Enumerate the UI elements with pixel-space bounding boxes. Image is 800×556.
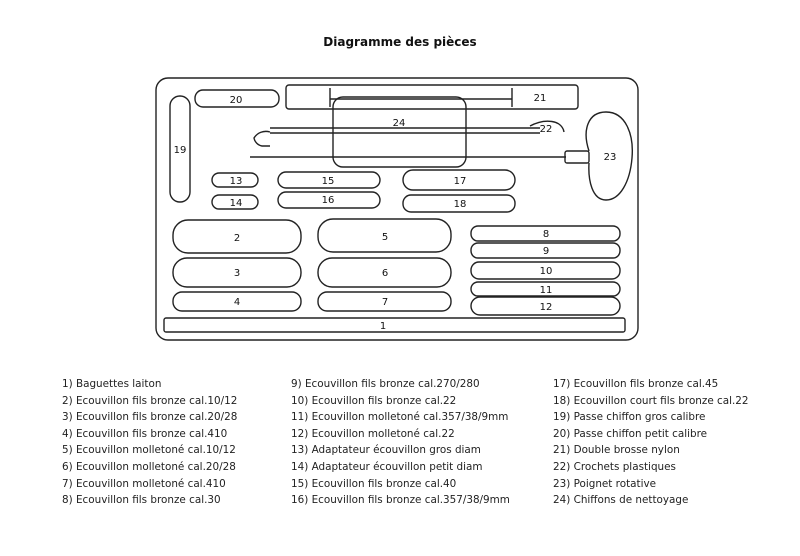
- legend-item: 16) Ecouvillon fils bronze cal.357/38/9m…: [291, 494, 510, 507]
- legend-item: 2) Ecouvillon fils bronze cal.10/12: [62, 394, 238, 407]
- legend-item: 22) Crochets plastiques: [553, 460, 676, 473]
- legend-item: 5) Ecouvillon molletoné cal.10/12: [62, 444, 236, 457]
- legend-item: 7) Ecouvillon molletoné cal.410: [62, 477, 226, 490]
- part-22-hook-left: [253, 130, 271, 147]
- part-10-slot: [470, 261, 621, 280]
- part-8-slot: [470, 225, 621, 242]
- legend-item: 23) Poignet rotative: [553, 477, 657, 490]
- part-9-slot: [470, 242, 621, 259]
- part-14-slot: [211, 194, 259, 210]
- label-part-13: 13: [230, 176, 243, 187]
- legend-column-3: 17) Ecouvillon fils bronze cal.45 18) Ec…: [553, 376, 749, 509]
- label-part-15: 15: [322, 176, 335, 187]
- label-part-9: 9: [543, 246, 549, 257]
- label-part-1: 1: [380, 321, 386, 332]
- label-part-6: 6: [382, 268, 388, 279]
- legend-item: 6) Ecouvillon molletoné cal.20/28: [62, 460, 236, 473]
- part-1-slot: [163, 317, 626, 333]
- legend-item: 4) Ecouvillon fils bronze cal.410: [62, 427, 228, 440]
- part-13-slot: [211, 172, 259, 188]
- tray-outline: [155, 77, 639, 341]
- label-part-18: 18: [454, 199, 467, 210]
- legend-item: 13) Adaptateur écouvillon gros diam: [291, 444, 481, 457]
- label-part-21: 21: [534, 93, 547, 104]
- label-part-5: 5: [382, 232, 388, 243]
- legend-item: 15) Ecouvillon fils bronze cal.40: [291, 477, 457, 490]
- label-part-12: 12: [540, 302, 553, 313]
- legend-item: 18) Ecouvillon court fils bronze cal.22: [553, 394, 749, 407]
- legend-item: 3) Ecouvillon fils bronze cal.20/28: [62, 411, 238, 424]
- part-23-connector: [564, 150, 590, 164]
- part-19-slot: [169, 95, 191, 203]
- legend-item: 24) Chiffons de nettoyage: [553, 494, 689, 507]
- legend-item: 10) Ecouvillon fils bronze cal.22: [291, 394, 457, 407]
- label-part-17: 17: [454, 176, 467, 187]
- part-15-slot: [277, 171, 381, 189]
- part-2-slot: [172, 219, 302, 254]
- label-part-16: 16: [322, 195, 335, 206]
- label-part-4: 4: [234, 297, 240, 308]
- legend-column-1: 1) Baguettes laiton 2) Ecouvillon fils b…: [62, 376, 237, 509]
- part-3-slot: [172, 257, 302, 288]
- legend-item: 20) Passe chiffon petit calibre: [553, 427, 708, 440]
- legend-column-2: 9) Ecouvillon fils bronze cal.270/280 10…: [291, 376, 510, 509]
- legend-item: 14) Adaptateur écouvillon petit diam: [291, 460, 483, 473]
- part-17-slot: [402, 169, 516, 191]
- part-23-handle: [585, 111, 633, 201]
- part-22-hook-right: [529, 120, 565, 133]
- label-part-10: 10: [540, 266, 553, 277]
- label-part-11: 11: [540, 285, 553, 296]
- legend-item: 9) Ecouvillon fils bronze cal.270/280: [291, 378, 480, 390]
- part-7-slot: [317, 291, 452, 312]
- legend-item: 17) Ecouvillon fils bronze cal.45: [553, 378, 719, 390]
- label-part-7: 7: [382, 297, 388, 308]
- legend-item: 21) Double brosse nylon: [553, 444, 680, 457]
- part-5-slot: [317, 218, 452, 253]
- part-18-slot: [402, 194, 516, 213]
- part-24-area: [332, 96, 467, 168]
- label-part-22: 22: [540, 124, 553, 135]
- diagram-title: Diagramme des pièces: [323, 35, 477, 49]
- label-part-20: 20: [230, 95, 243, 106]
- label-part-24: 24: [393, 118, 406, 129]
- part-11-slot: [470, 281, 621, 297]
- legend-item: 19) Passe chiffon gros calibre: [553, 411, 706, 424]
- part-21-slot: [285, 84, 579, 110]
- label-part-23: 23: [604, 152, 617, 163]
- label-part-8: 8: [543, 229, 549, 240]
- part-6-slot: [317, 257, 452, 288]
- legend-item: 11) Ecouvillon molletoné cal.357/38/9mm: [291, 411, 509, 424]
- legend-item: 1) Baguettes laiton: [62, 378, 162, 390]
- label-part-14: 14: [230, 198, 243, 209]
- label-part-19: 19: [174, 145, 187, 156]
- legend-item: 8) Ecouvillon fils bronze cal.30: [62, 494, 221, 507]
- label-part-2: 2: [234, 233, 240, 244]
- part-4-slot: [172, 291, 302, 312]
- part-12-slot: [470, 296, 621, 316]
- part-20-slot: [194, 89, 280, 108]
- part-16-slot: [277, 191, 381, 209]
- label-part-3: 3: [234, 268, 240, 279]
- legend-item: 12) Ecouvillon molletoné cal.22: [291, 427, 455, 440]
